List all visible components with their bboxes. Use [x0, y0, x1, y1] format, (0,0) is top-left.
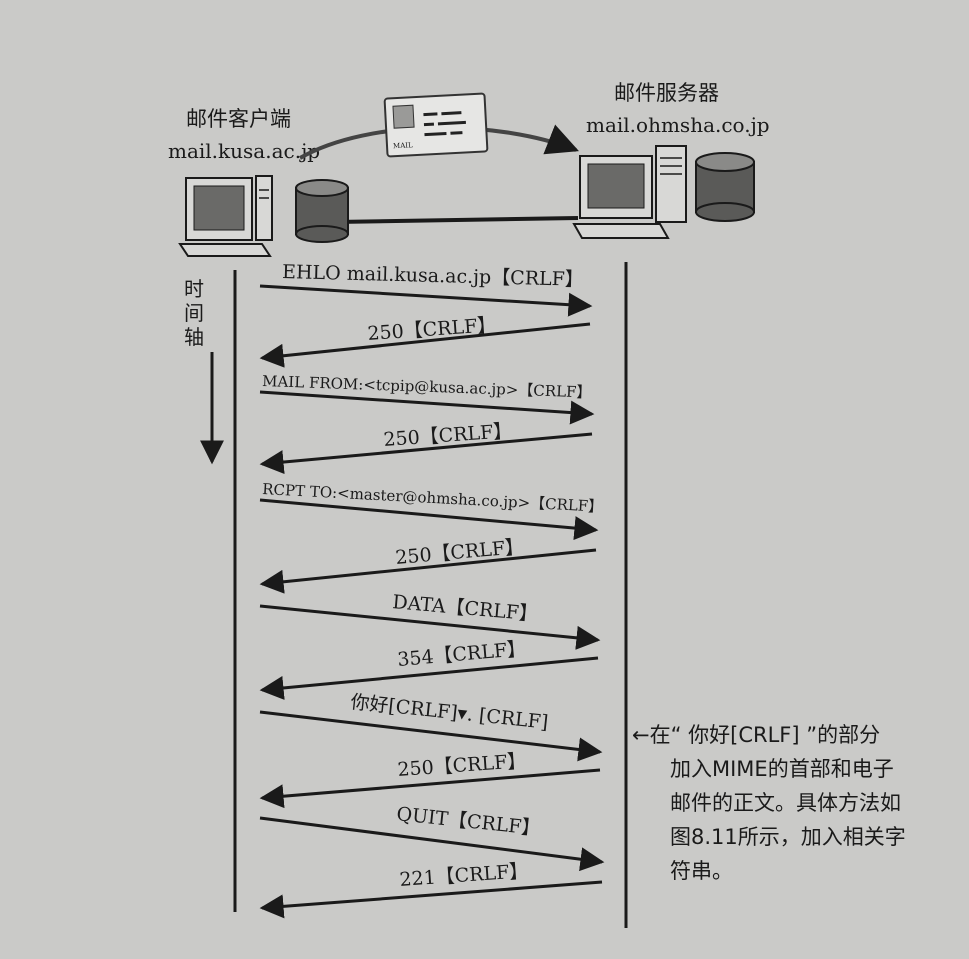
message-arrow-12 [259, 880, 603, 919]
message-arrow-9 [259, 710, 603, 762]
client-title: 邮件客户端 [186, 107, 291, 131]
note-line-3: 邮件的正文。具体方法如 [670, 791, 901, 815]
message-arrow-5 [259, 498, 599, 541]
message-arrow-3 [259, 390, 595, 425]
server-host: mail.ohmsha.co.jp [586, 113, 770, 137]
note-line-2: 加入MIME的首部和电子 [670, 757, 894, 781]
message-arrow-4 [259, 432, 593, 474]
message-arrow-10 [259, 768, 601, 809]
note-line-5: 符串。 [670, 859, 733, 883]
note-line-1: ←在“ 你好[CRLF] ”的部分 [632, 723, 880, 747]
time-axis-char-1: 时 [184, 277, 204, 301]
message-arrow-8 [259, 656, 599, 700]
server-database-icon [695, 152, 755, 222]
time-axis-char-2: 间 [184, 301, 204, 325]
client-computer-icon [178, 175, 273, 257]
message-arrow-2 [259, 322, 591, 368]
envelope-label: MAIL [393, 141, 413, 150]
client-database-icon [295, 179, 349, 243]
note-line-4: 图8.11所示，加入相关字 [670, 825, 906, 849]
time-axis-char-3: 轴 [184, 325, 204, 349]
message-arrow-11 [259, 816, 605, 872]
message-arrow-1 [259, 284, 593, 317]
envelope-icon: MAIL [383, 92, 489, 158]
server-computer-icon [572, 145, 687, 239]
message-arrow-7 [259, 604, 601, 650]
client-host: mail.kusa.ac.jp [168, 139, 320, 163]
message-arrow-6 [259, 548, 597, 594]
server-title: 邮件服务器 [614, 81, 719, 105]
network-line [334, 216, 579, 224]
